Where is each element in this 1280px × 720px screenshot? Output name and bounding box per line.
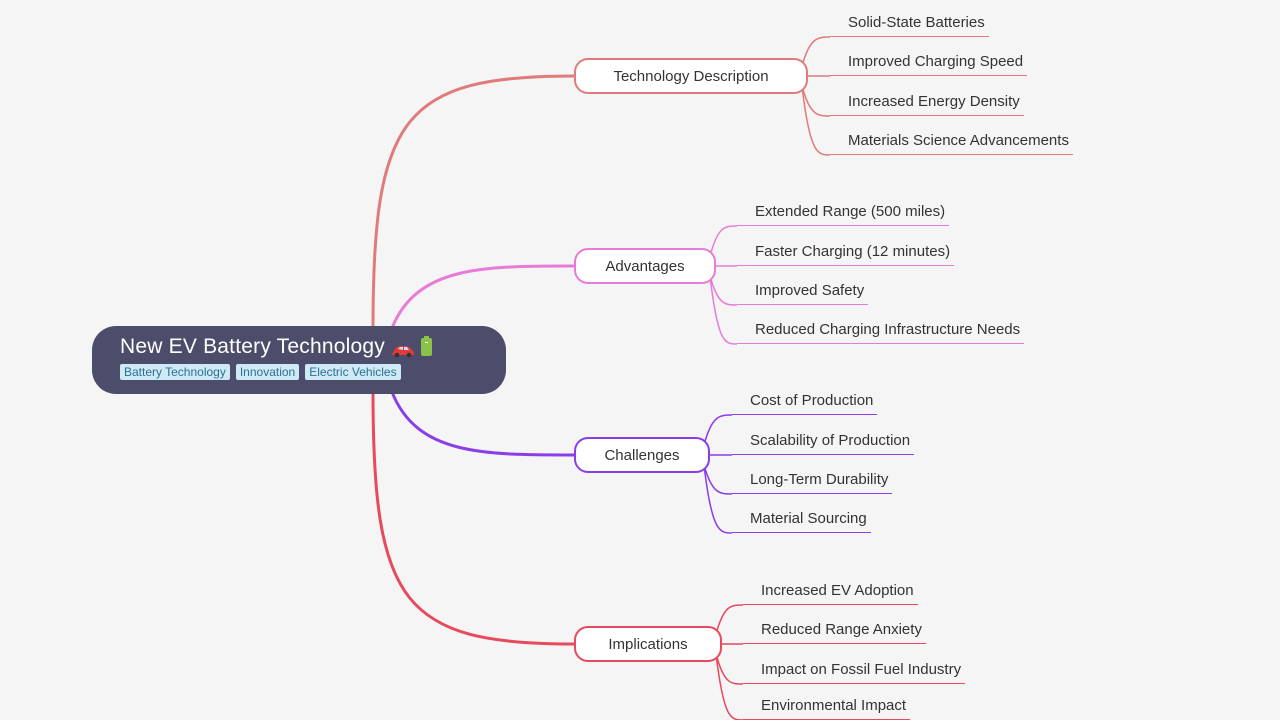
- branch-advantages[interactable]: Advantages: [574, 248, 716, 284]
- branch-connector: [371, 74, 575, 329]
- leaf-connector: [709, 225, 738, 257]
- leaf-topic[interactable]: Reduced Charging Infrastructure Needs: [737, 320, 1025, 344]
- leaf-topic[interactable]: Increased EV Adoption: [743, 581, 918, 605]
- tag-electric-vehicles[interactable]: Electric Vehicles: [305, 364, 401, 380]
- leaf-connector: [715, 604, 744, 635]
- leaf-connector: [703, 464, 733, 534]
- branch-challenges[interactable]: Challenges: [574, 437, 710, 473]
- leaf-topic[interactable]: Faster Charging (12 minutes): [737, 242, 955, 266]
- leaf-topic[interactable]: Environmental Impact: [743, 696, 911, 720]
- leaf-topic[interactable]: Extended Range (500 miles): [737, 202, 950, 226]
- leaf-connector: [703, 414, 733, 446]
- car-icon: [391, 340, 415, 358]
- leaf-topic[interactable]: Impact on Fossil Fuel Industry: [743, 660, 966, 684]
- leaf-connector: [715, 653, 744, 720]
- tag-innovation[interactable]: Innovation: [235, 364, 300, 380]
- leaf-connector: [801, 85, 831, 117]
- tag-battery-technology[interactable]: Battery Technology: [120, 364, 230, 380]
- branch-implications[interactable]: Implications: [574, 626, 722, 662]
- leaf-connector: [709, 275, 738, 345]
- leaf-topic[interactable]: Materials Science Advancements: [830, 131, 1073, 155]
- root-topic[interactable]: New EV Battery Technology Battery Techno…: [92, 326, 506, 394]
- leaf-topic[interactable]: Increased Energy Density: [830, 92, 1024, 116]
- leaf-topic[interactable]: Long-Term Durability: [732, 470, 893, 494]
- branch-technology-description[interactable]: Technology Description: [574, 58, 808, 94]
- leaf-connector: [801, 85, 831, 156]
- leaf-connector: [801, 36, 831, 67]
- branch-connector: [390, 391, 575, 457]
- battery-icon: [420, 336, 432, 356]
- leaf-topic[interactable]: Cost of Production: [732, 391, 878, 415]
- leaf-topic[interactable]: Improved Safety: [737, 281, 869, 305]
- leaf-connector: [709, 275, 738, 306]
- leaf-topic[interactable]: Material Sourcing: [732, 509, 871, 533]
- leaf-topic[interactable]: Solid-State Batteries: [830, 13, 989, 37]
- leaf-connector: [703, 464, 733, 495]
- branch-connector: [371, 391, 575, 646]
- leaf-topic[interactable]: Scalability of Production: [732, 431, 915, 455]
- branch-connector: [390, 264, 575, 329]
- root-title: New EV Battery Technology: [120, 335, 385, 358]
- leaf-topic[interactable]: Improved Charging Speed: [830, 52, 1028, 76]
- leaf-connector: [715, 653, 744, 685]
- leaf-topic[interactable]: Reduced Range Anxiety: [743, 620, 926, 644]
